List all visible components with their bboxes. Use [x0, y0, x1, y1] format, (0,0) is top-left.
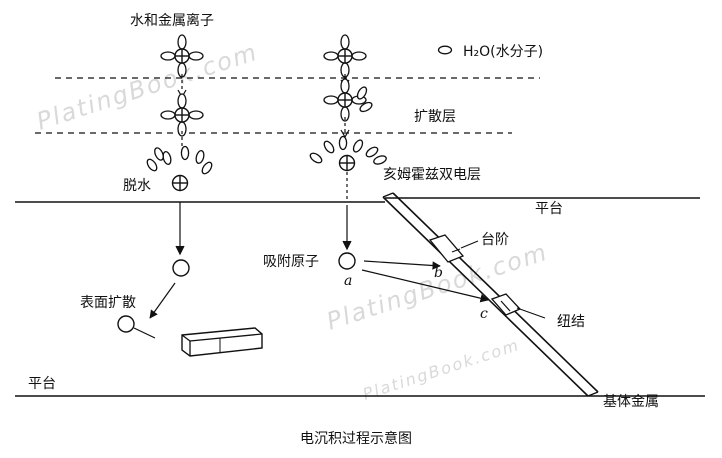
label-h2o-legend: H₂O(水分子) — [463, 44, 543, 60]
water-molecule — [144, 156, 160, 174]
arrow-left-down — [175, 245, 185, 256]
watermark-middle: PlatingBook.com — [323, 238, 551, 336]
label-point-a: a — [344, 273, 352, 289]
legend-water-icon — [437, 45, 453, 55]
step-edge-top-cap — [382, 192, 394, 198]
water-molecule — [338, 135, 348, 151]
step-edge-bottom-cap — [587, 391, 599, 397]
label-substrate-metal: 基体金属 — [603, 393, 659, 410]
adatom-left — [172, 259, 190, 277]
kink-label-leader — [516, 307, 546, 319]
hydrated-ion-right-1 — [323, 34, 367, 78]
label-kink: 纽结 — [557, 314, 585, 330]
label-dehydration: 脱水 — [123, 178, 151, 194]
label-point-b: b — [434, 265, 443, 281]
arrow-to-kink-c — [361, 269, 489, 303]
step-label-leader — [460, 240, 479, 249]
water-molecule — [321, 138, 337, 156]
label-surface-diffusion: 表面扩散 — [80, 295, 136, 311]
water-molecule — [350, 137, 366, 155]
water-molecule — [372, 153, 388, 167]
deposit-cluster — [181, 327, 263, 357]
label-diffusion-layer: 扩散层 — [414, 109, 456, 125]
water-molecule — [307, 150, 325, 166]
diagram-caption: 电沉积过程示意图 — [300, 430, 412, 447]
label-step: 台阶 — [481, 232, 509, 248]
water-molecule — [180, 145, 190, 161]
label-helmholtz-double-layer: 亥姆霍兹双电层 — [383, 167, 481, 183]
label-terrace-upper: 平台 — [535, 201, 563, 217]
water-molecule — [152, 145, 166, 163]
hydrated-ion-right-2 — [323, 78, 367, 122]
step-site-marker — [428, 234, 465, 263]
bare-ion-left — [171, 174, 189, 192]
label-adsorbed-atom: 吸附原子 — [263, 254, 319, 270]
hydrated-ion-left-2 — [160, 93, 204, 137]
water-molecule — [194, 149, 206, 165]
step-edge-lower-line — [392, 192, 599, 393]
diffusing-adatom — [117, 315, 156, 339]
watermark-bottom: PlatingBook.com — [360, 335, 522, 404]
adatom-a — [338, 252, 356, 270]
label-point-c: c — [480, 306, 488, 322]
watermark-top: PlatingBook.com — [33, 38, 261, 136]
label-water-and-metal-ions: 水和金属离子 — [130, 12, 214, 29]
bare-ion-right — [338, 154, 356, 172]
arrow-right-down — [342, 240, 352, 251]
water-molecule — [199, 159, 215, 177]
label-terrace-lower: 平台 — [28, 376, 56, 392]
water-molecule — [354, 84, 370, 102]
surface-diffusion-arrow — [149, 282, 176, 319]
arrow-to-step-b — [363, 260, 441, 270]
